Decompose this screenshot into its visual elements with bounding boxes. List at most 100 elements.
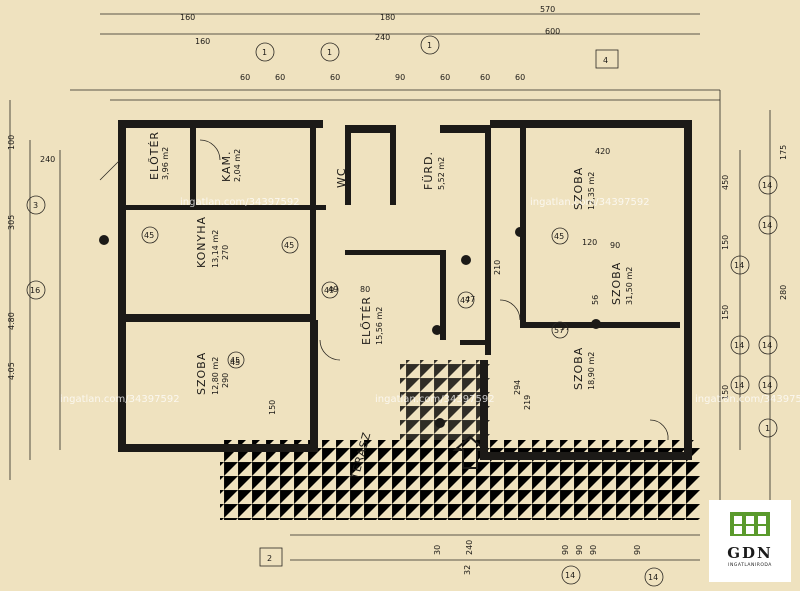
wall-mark-3: 45 xyxy=(284,241,294,250)
wall-mark-4: 45 xyxy=(554,232,564,241)
dim-int-8: 150 xyxy=(268,400,277,415)
dim-right-2: 280 xyxy=(779,285,788,300)
axis-mark-13: 14 xyxy=(565,571,575,580)
boxed-mark-2: 2 xyxy=(267,554,272,563)
dim-left-5: 240 xyxy=(40,155,55,164)
dim-left-4: 4.05 xyxy=(7,362,16,380)
dim-top-6: 600 xyxy=(545,27,560,36)
dim-tick-3: 60 xyxy=(330,73,340,82)
wall-mark-5: 57 xyxy=(554,326,564,335)
dim-int-1: 290 xyxy=(221,373,230,388)
dim-int-5: 420 xyxy=(595,147,610,156)
dim-bottom-6: 90 xyxy=(589,545,598,555)
axis-mark-6: 14 xyxy=(762,181,772,190)
dim-bottom-4: 90 xyxy=(561,545,570,555)
room-area-furdo: 5,52 m2 xyxy=(437,157,446,190)
axis-mark-5: 16 xyxy=(30,286,40,295)
top-dimension-lines xyxy=(70,13,720,101)
room-area-szoba-2: 12,35 m2 xyxy=(587,172,596,210)
watermark-3: ingatlan.com/34397592 xyxy=(60,394,180,405)
room-area-eloter-1: 15,56 m2 xyxy=(375,307,384,345)
dim-int-11: 57 xyxy=(560,323,570,332)
top-dimensions: 160 180 570 160 240 600 60 60 60 90 60 6… xyxy=(180,5,560,82)
room-name-szoba-2: SZOBA xyxy=(572,167,585,210)
dim-top-5: 240 xyxy=(375,33,390,42)
room-name-kamra: KAM. xyxy=(220,150,233,182)
wall-mark-7: 47 xyxy=(460,296,470,305)
dim-top-1: 160 xyxy=(180,13,195,22)
dim-int-10: 47 xyxy=(465,295,475,304)
dim-left-1: 100 xyxy=(7,135,16,150)
room-area-szoba-4: 18,90 m2 xyxy=(587,352,596,390)
room-name-furdo: FÜRD. xyxy=(422,151,435,190)
dim-tick-5: 60 xyxy=(440,73,450,82)
dim-int-6: 56 xyxy=(591,295,600,305)
agency-logo: GDN INGATLANIRODA xyxy=(709,500,791,582)
room-area-konyha: 13,14 m2 xyxy=(211,230,220,268)
dim-right-4: 150 xyxy=(721,235,730,250)
right-dimensions: 175 280 450 150 150 150 xyxy=(721,145,788,400)
dim-bottom-5: 90 xyxy=(575,545,584,555)
room-name-szoba-3: SZOBA xyxy=(610,262,623,305)
dim-bottom-3: 240 xyxy=(465,540,474,555)
logo-subtitle: INGATLANIRODA xyxy=(728,563,772,568)
watermark-4: ingatlan.com/34397592 xyxy=(375,394,495,405)
left-dimension-lines xyxy=(9,100,61,480)
dim-int-12: 49 xyxy=(328,285,338,294)
bottom-dimensions: 32 30 240 90 90 90 90 xyxy=(433,540,642,575)
axis-mark-3: 1 xyxy=(427,41,432,50)
dim-tick-7: 60 xyxy=(515,73,525,82)
axis-mark-11: 14 xyxy=(734,381,744,390)
room-area-eloter-2: 3,96 m2 xyxy=(161,147,170,180)
dim-int-7: 210 xyxy=(493,260,502,275)
room-name-szoba-4: SZOBA xyxy=(572,347,585,390)
bottom-dimension-lines xyxy=(290,534,700,561)
dim-tick-1: 60 xyxy=(240,73,250,82)
axis-mark-15: 1 xyxy=(765,424,770,433)
dim-tick-2: 60 xyxy=(275,73,285,82)
boxed-markers: 4 2 xyxy=(259,49,619,567)
axis-mark-7: 14 xyxy=(762,221,772,230)
room-name-wc: WC xyxy=(335,167,348,188)
dim-bottom-1: 32 xyxy=(463,565,472,575)
right-dimension-lines xyxy=(719,90,771,520)
watermarks: ingatlan.com/34397592 ingatlan.com/34397… xyxy=(60,197,800,405)
room-area-kamra: 2,04 m2 xyxy=(233,149,242,182)
watermark-1: ingatlan.com/34397592 xyxy=(180,197,300,208)
dim-left-3: 4.80 xyxy=(7,312,16,330)
wall-mark-2: 45 xyxy=(230,356,240,365)
dim-right-6: 150 xyxy=(721,385,730,400)
interior-dimensions: 290 270 219 294 420 56 210 150 45 47 57 … xyxy=(221,147,620,415)
entrance-step-hatch xyxy=(400,360,490,440)
dim-top-3: 570 xyxy=(540,5,555,14)
dim-top-4: 160 xyxy=(195,37,210,46)
dim-int-13: 120 xyxy=(582,238,597,247)
dim-int-2: 270 xyxy=(221,245,230,260)
axis-mark-12: 14 xyxy=(762,381,772,390)
boxed-mark-1: 4 xyxy=(603,56,608,65)
dim-right-3: 450 xyxy=(721,175,730,190)
axis-mark-2: 1 xyxy=(327,48,332,57)
dim-int-15: 90 xyxy=(610,241,620,250)
left-dimensions: 100 305 4.80 4.05 240 xyxy=(7,135,55,380)
logo-mark-icon xyxy=(728,508,772,540)
axis-mark-14: 14 xyxy=(648,573,658,582)
wall-mark-6: 49 xyxy=(324,286,334,295)
room-name-eloter-1: ELŐTÉR xyxy=(359,296,373,345)
dim-tick-4: 90 xyxy=(395,73,405,82)
dim-bottom-7: 90 xyxy=(633,545,642,555)
room-name-eloter-2: ELŐTÉR xyxy=(147,131,161,180)
dim-int-4: 294 xyxy=(513,380,522,395)
door-swings xyxy=(99,139,669,441)
room-name-konyha: KONYHA xyxy=(195,216,208,268)
room-area-szoba-1: 12,80 m2 xyxy=(211,357,220,395)
axis-mark-10: 14 xyxy=(762,341,772,350)
wall-thickness-markers: 45 45 45 45 57 49 47 xyxy=(141,226,569,369)
watermark-2: ingatlan.com/34397592 xyxy=(530,197,650,208)
dim-right-1: 175 xyxy=(779,145,788,160)
room-area-szoba-3: 31,50 m2 xyxy=(625,267,634,305)
axis-mark-1: 1 xyxy=(262,48,267,57)
dim-int-3: 219 xyxy=(523,395,532,410)
axis-mark-9: 14 xyxy=(734,341,744,350)
